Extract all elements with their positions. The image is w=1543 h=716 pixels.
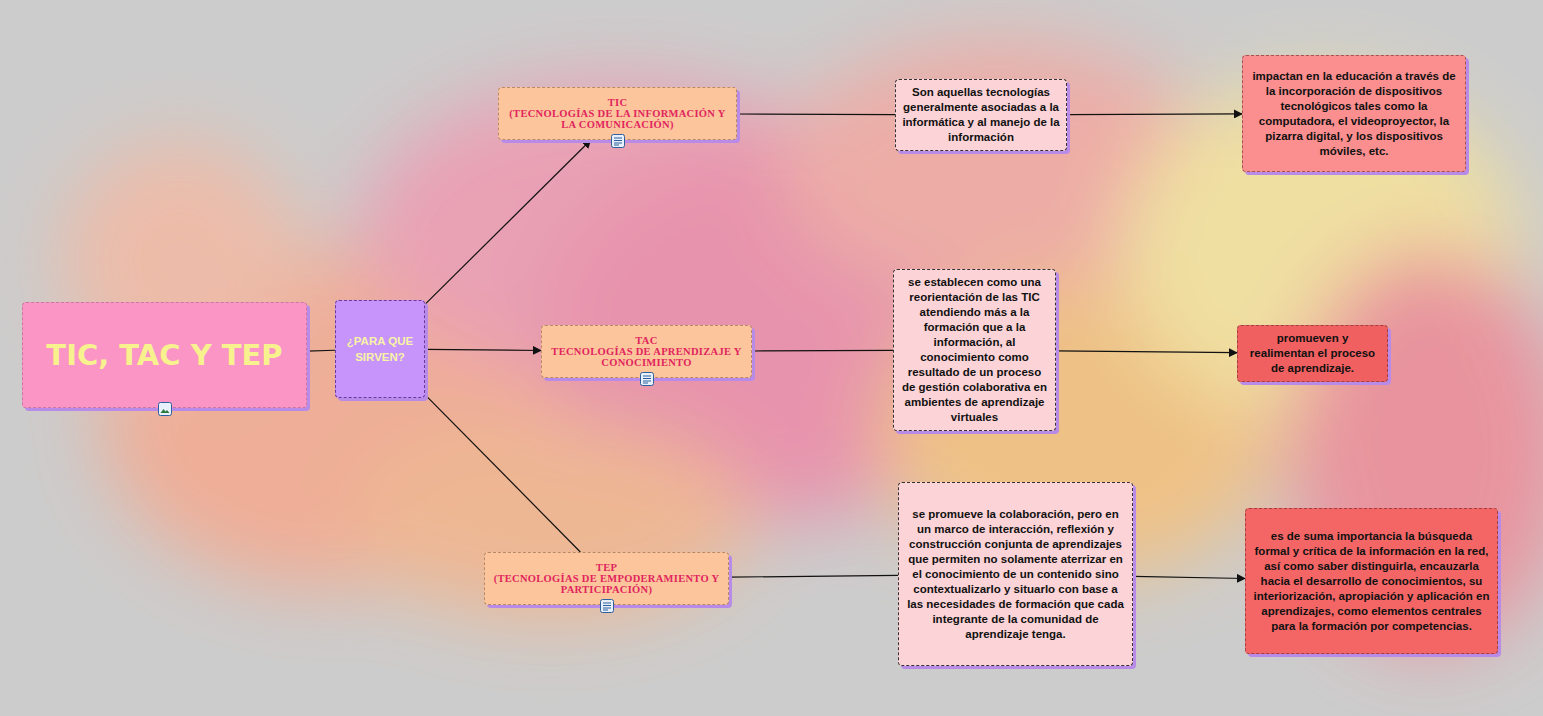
node-text: ¿PARA QUE SIRVEN? — [342, 333, 418, 365]
connector — [737, 113, 895, 115]
connector — [1056, 351, 1237, 353]
note-icon — [611, 134, 625, 148]
connector — [425, 140, 591, 304]
node-text: es de suma importancia la búsqueda forma… — [1252, 529, 1491, 634]
result-box: es de suma importancia la búsqueda forma… — [1245, 508, 1498, 654]
node-text: (TECNOLOGÍAS DE EMPODERAMIENTO Y PARTICI… — [491, 573, 722, 595]
connector — [425, 349, 541, 350]
description-box: Son aquellas tecnologías generalmente as… — [895, 79, 1067, 151]
node-text: Son aquellas tecnologías generalmente as… — [902, 85, 1060, 145]
result-box: impactan en la educación a través de la … — [1242, 55, 1466, 172]
title-box: TIC, TAC Y TEP — [22, 302, 307, 408]
heading-box: TEP(TECNOLOGÍAS DE EMPODERAMIENTO Y PART… — [484, 552, 729, 605]
question-box: ¿PARA QUE SIRVEN? — [335, 300, 425, 398]
node-text: (TECNOLOGÍAS DE LA INFORMACIÓN Y LA COMU… — [505, 108, 730, 130]
connector — [1067, 113, 1242, 115]
result-box: promueven y realimentan el proceso de ap… — [1237, 325, 1388, 382]
heading-box: TIC(TECNOLOGÍAS DE LA INFORMACIÓN Y LA C… — [498, 87, 737, 140]
node-text: se establecen como una reorientación de … — [900, 275, 1049, 425]
description-box: se promueve la colaboración, pero en un … — [898, 482, 1133, 666]
note-icon — [600, 599, 614, 613]
node-text: impactan en la educación a través de la … — [1249, 69, 1459, 159]
node-heading: TAC — [635, 335, 657, 346]
connector — [729, 575, 898, 577]
node-text: TECNOLOGÍAS DE APRENDIZAJE Y CONOCIMIENT… — [548, 346, 745, 368]
description-box: se establecen como una reorientación de … — [893, 269, 1056, 431]
node-heading: TIC — [608, 97, 628, 108]
connector — [425, 395, 580, 552]
note-icon — [640, 372, 654, 386]
connector — [307, 350, 335, 352]
heading-box: TACTECNOLOGÍAS DE APRENDIZAJE Y CONOCIMI… — [541, 325, 752, 378]
node-text: TIC, TAC Y TEP — [46, 338, 282, 372]
node-text: se promueve la colaboración, pero en un … — [905, 507, 1126, 642]
node-text: promueven y realimentan el proceso de ap… — [1244, 331, 1381, 376]
node-heading: TEP — [596, 562, 617, 573]
image-icon — [158, 402, 172, 416]
connector — [1133, 576, 1245, 578]
connector — [752, 350, 893, 352]
